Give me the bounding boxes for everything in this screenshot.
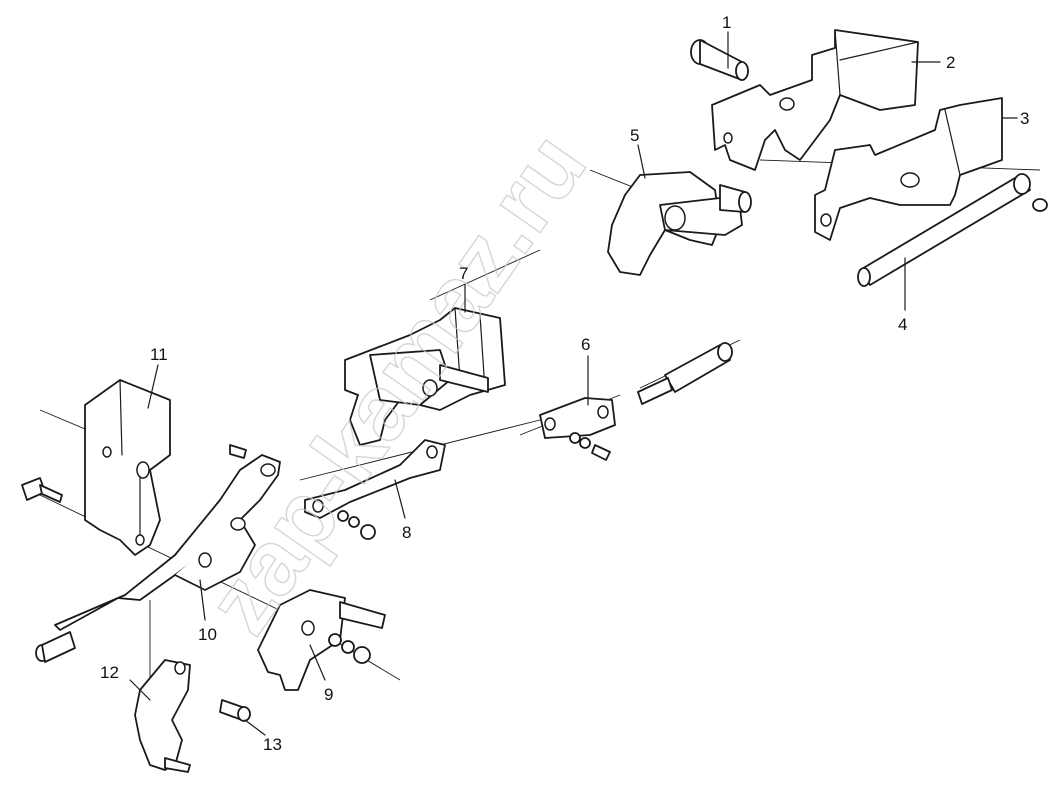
part-2-bracket: [711, 29, 919, 171]
part-5-lever: [607, 171, 752, 276]
part-10-lever: [35, 454, 281, 663]
callout-9: 9: [324, 685, 333, 704]
part-7-bracket: [344, 307, 506, 446]
callout-6: 6: [581, 335, 590, 354]
callout-1: 1: [722, 13, 731, 32]
callout-4: 4: [898, 315, 907, 334]
callout-11: 11: [150, 345, 168, 364]
bolts-left: [21, 444, 247, 503]
part-13-pin: [219, 699, 251, 722]
part-1-pin: [690, 39, 749, 81]
callout-labels: 1 2 3 4 5 6 7 8 9 10 11 12 13: [100, 13, 1029, 754]
watermark-text: zap-kamaz.ru: [188, 116, 606, 652]
callout-2: 2: [946, 53, 955, 72]
callout-10: 10: [198, 625, 217, 644]
callout-13: 13: [263, 735, 282, 754]
part-9-hook: [257, 589, 386, 691]
callout-8: 8: [402, 523, 411, 542]
leader-lines: [129, 31, 1018, 736]
part-4-rod: [857, 173, 1048, 287]
part-11-bracket: [84, 379, 171, 556]
part-3-bracket: [814, 97, 1003, 241]
callout-7: 7: [459, 264, 468, 283]
sleeve-assembly: [637, 342, 733, 405]
part-12-hook: [134, 659, 191, 773]
callout-3: 3: [1020, 109, 1029, 128]
callout-5: 5: [630, 126, 639, 145]
part-6-bracket: [539, 397, 616, 461]
part-8-link: [304, 439, 446, 540]
callout-12: 12: [100, 663, 119, 682]
